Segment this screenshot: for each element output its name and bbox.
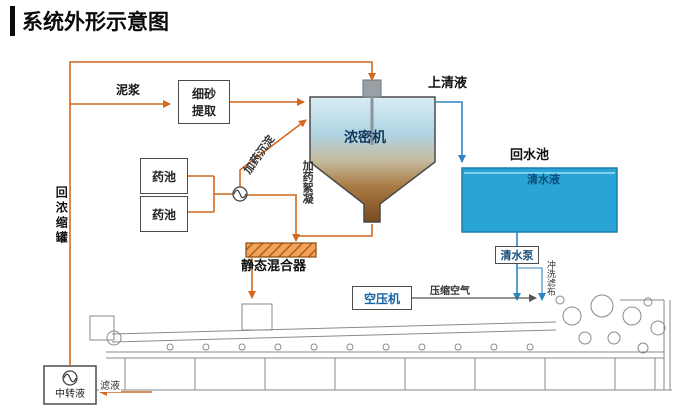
thickener-tank (309, 79, 436, 223)
flow-lines-blue (436, 101, 546, 301)
transfer-tank-box (43, 365, 97, 405)
filtrate-label: 滤液 (99, 381, 121, 392)
air-compressor-box: 空压机 (352, 286, 412, 310)
chemical-tank-1-box: 药池 (140, 158, 188, 194)
clear-water-label: 清水液 (527, 174, 560, 186)
transfer-pump-icon (62, 370, 78, 386)
chemical-tank-1-label: 药池 (151, 169, 176, 184)
dosing-pump-icon (232, 186, 248, 202)
fine-sand-label-line1: 细砂 (191, 87, 216, 101)
static-mixer (245, 242, 317, 258)
chemical-tank-2-box: 药池 (140, 196, 188, 232)
belt-filter-press-drawing (89, 294, 672, 391)
fine-sand-label-line2: 提取 (191, 104, 216, 118)
air-compressor-label: 空压机 (363, 291, 400, 306)
compressed-air-label: 压缩空气 (430, 286, 470, 297)
return-water-pool-label: 回水池 (510, 147, 550, 162)
dosing-flocculation-label: 加药絮凝 (301, 160, 314, 204)
static-mixer-label: 静态混合器 (241, 258, 307, 273)
thickener-motor (362, 79, 382, 98)
transfer-tank-label: 中转液 (55, 389, 85, 400)
cloth-wash-label: 冲洗滤布 (545, 260, 556, 296)
supernatant-label: 上清液 (428, 75, 468, 90)
clear-water-pump-label: 清水泵 (500, 250, 534, 262)
return-water-pool (461, 167, 618, 233)
clear-water-pump-box: 清水泵 (495, 246, 539, 264)
thickener-label: 浓密机 (344, 129, 386, 145)
flow-lines-orange (69, 61, 376, 396)
page-title: 系统外形示意图 (10, 6, 169, 36)
return-concentration-tank-label: 回浓缩罐 (54, 186, 69, 246)
mud-label: 泥浆 (116, 83, 141, 97)
chemical-tank-2-label: 药池 (151, 207, 176, 222)
press-feed-box (241, 303, 273, 331)
fine-sand-extraction-box: 细砂 提取 (178, 80, 230, 124)
